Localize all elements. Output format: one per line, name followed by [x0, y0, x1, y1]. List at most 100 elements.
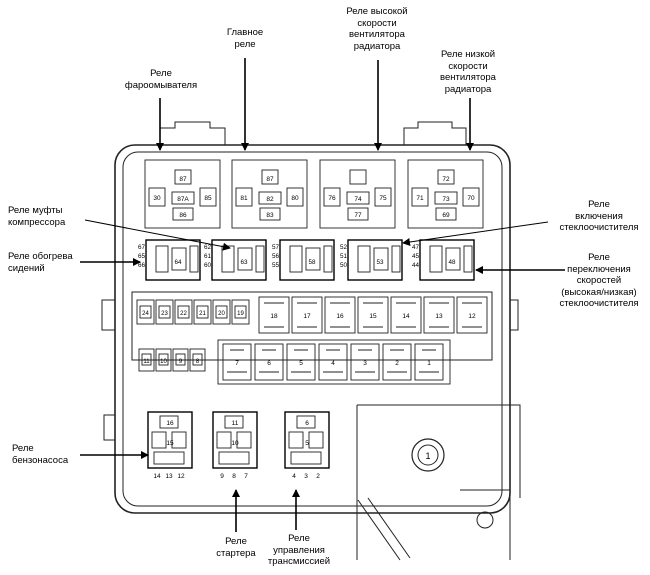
fuse-row-2-frame [217, 339, 451, 385]
pin-label: 56 [272, 253, 280, 260]
pin-label-top: 16 [166, 420, 174, 427]
fuse: 14 [390, 296, 422, 334]
fuse-number: 5 [299, 360, 303, 367]
terminal [259, 207, 281, 221]
label-fan-low-relay: Реле низкой скорости вентилятора радиато… [440, 49, 496, 95]
pin-label: 67 [138, 244, 146, 251]
fuse-number: 24 [142, 311, 149, 317]
pin-label-mid: 87A [177, 196, 189, 203]
pin-label-center: 15 [166, 440, 174, 447]
fuse-outline [212, 299, 231, 325]
pin-label-center: 63 [240, 259, 248, 266]
fuse-body [177, 305, 190, 319]
fuse-number: 9 [179, 359, 183, 365]
pin-label-center: 58 [308, 259, 316, 266]
pin-label-bottom: 8 [232, 473, 236, 480]
pin-label-bottom: 14 [153, 473, 161, 480]
fuse-contacts [396, 302, 416, 328]
fuse-outline [423, 296, 455, 334]
terminal [171, 191, 195, 205]
terminal [346, 191, 370, 205]
fuse: 12 [456, 296, 488, 334]
fuse-number: 11 [143, 359, 150, 365]
terminal [218, 451, 250, 465]
fuse-number: 19 [237, 311, 244, 317]
pin-label-bottom: 12 [177, 473, 185, 480]
terminal [296, 415, 316, 429]
fuse-contacts [355, 349, 375, 373]
relay-outline [144, 159, 221, 229]
leader-ac-clutch [84, 219, 231, 251]
terminal [174, 169, 192, 185]
pin-label-bottom: 69 [442, 212, 450, 219]
fuse: 3 [350, 343, 380, 381]
fuse-outline [155, 299, 174, 325]
fuse: 4 [318, 343, 348, 381]
pin-label-left: 30 [153, 195, 161, 202]
pin-label: 44 [412, 262, 420, 269]
pin-label-right: 85 [204, 195, 212, 202]
label-starter-relay: Реле стартера [216, 536, 256, 559]
fuse-number: 1 [427, 360, 431, 367]
fuse-outline [291, 296, 323, 334]
fuse-body [215, 305, 228, 319]
fuse-outline [172, 348, 189, 372]
pin-label-bottom: 2 [316, 473, 320, 480]
pin-label-center: 87 [266, 176, 274, 183]
terminal [221, 245, 235, 273]
relay-outline [319, 159, 396, 229]
relay-outline [145, 239, 201, 281]
fuse-contacts [291, 349, 311, 373]
pin-label-bottom: 86 [179, 212, 187, 219]
pin-label-top: 6 [305, 420, 309, 427]
relay-outline [231, 159, 308, 229]
mini-fuse: 19 [231, 299, 250, 325]
round-marker-label: 1 [425, 451, 430, 461]
terminal [224, 415, 244, 429]
mini-fuse: 22 [174, 299, 193, 325]
label-headlamp-washer-relay: Реле фароомывателя [124, 68, 198, 91]
pin-label-center: 72 [442, 176, 450, 183]
terminal [373, 247, 389, 271]
fuse-outline [390, 296, 422, 334]
fuse-number: 20 [218, 311, 225, 317]
pin-label-center: 10 [231, 440, 239, 447]
fuse-outline [318, 343, 348, 381]
fuse-outline [456, 296, 488, 334]
fuse-contacts [227, 349, 247, 373]
terminal [155, 245, 169, 273]
fuse-box-housing [101, 121, 521, 561]
relay-outline [347, 239, 403, 281]
fuse-number: 12 [468, 313, 476, 320]
fuse-number: 2 [395, 360, 399, 367]
pin-label-center: 5 [305, 440, 309, 447]
round-marker: 1 [411, 438, 445, 472]
pin-label: 47 [412, 244, 420, 251]
terminal [237, 247, 253, 271]
pin-label-center: 48 [448, 259, 456, 266]
fuse-outline [189, 348, 206, 372]
pin-label-bottom: 9 [220, 473, 224, 480]
pin-label-right: 70 [467, 195, 475, 202]
mini-fuse: 21 [193, 299, 212, 325]
fuse-number: 10 [160, 359, 167, 365]
terminal [216, 431, 232, 449]
label-main-relay: Главное реле [226, 27, 264, 50]
fuse-number: 4 [331, 360, 335, 367]
mini-fuse: 8 [189, 348, 206, 372]
fuse-number: 3 [363, 360, 367, 367]
relay-outline [407, 159, 484, 229]
fuse-contacts [429, 302, 449, 328]
fuse: 16 [324, 296, 356, 334]
